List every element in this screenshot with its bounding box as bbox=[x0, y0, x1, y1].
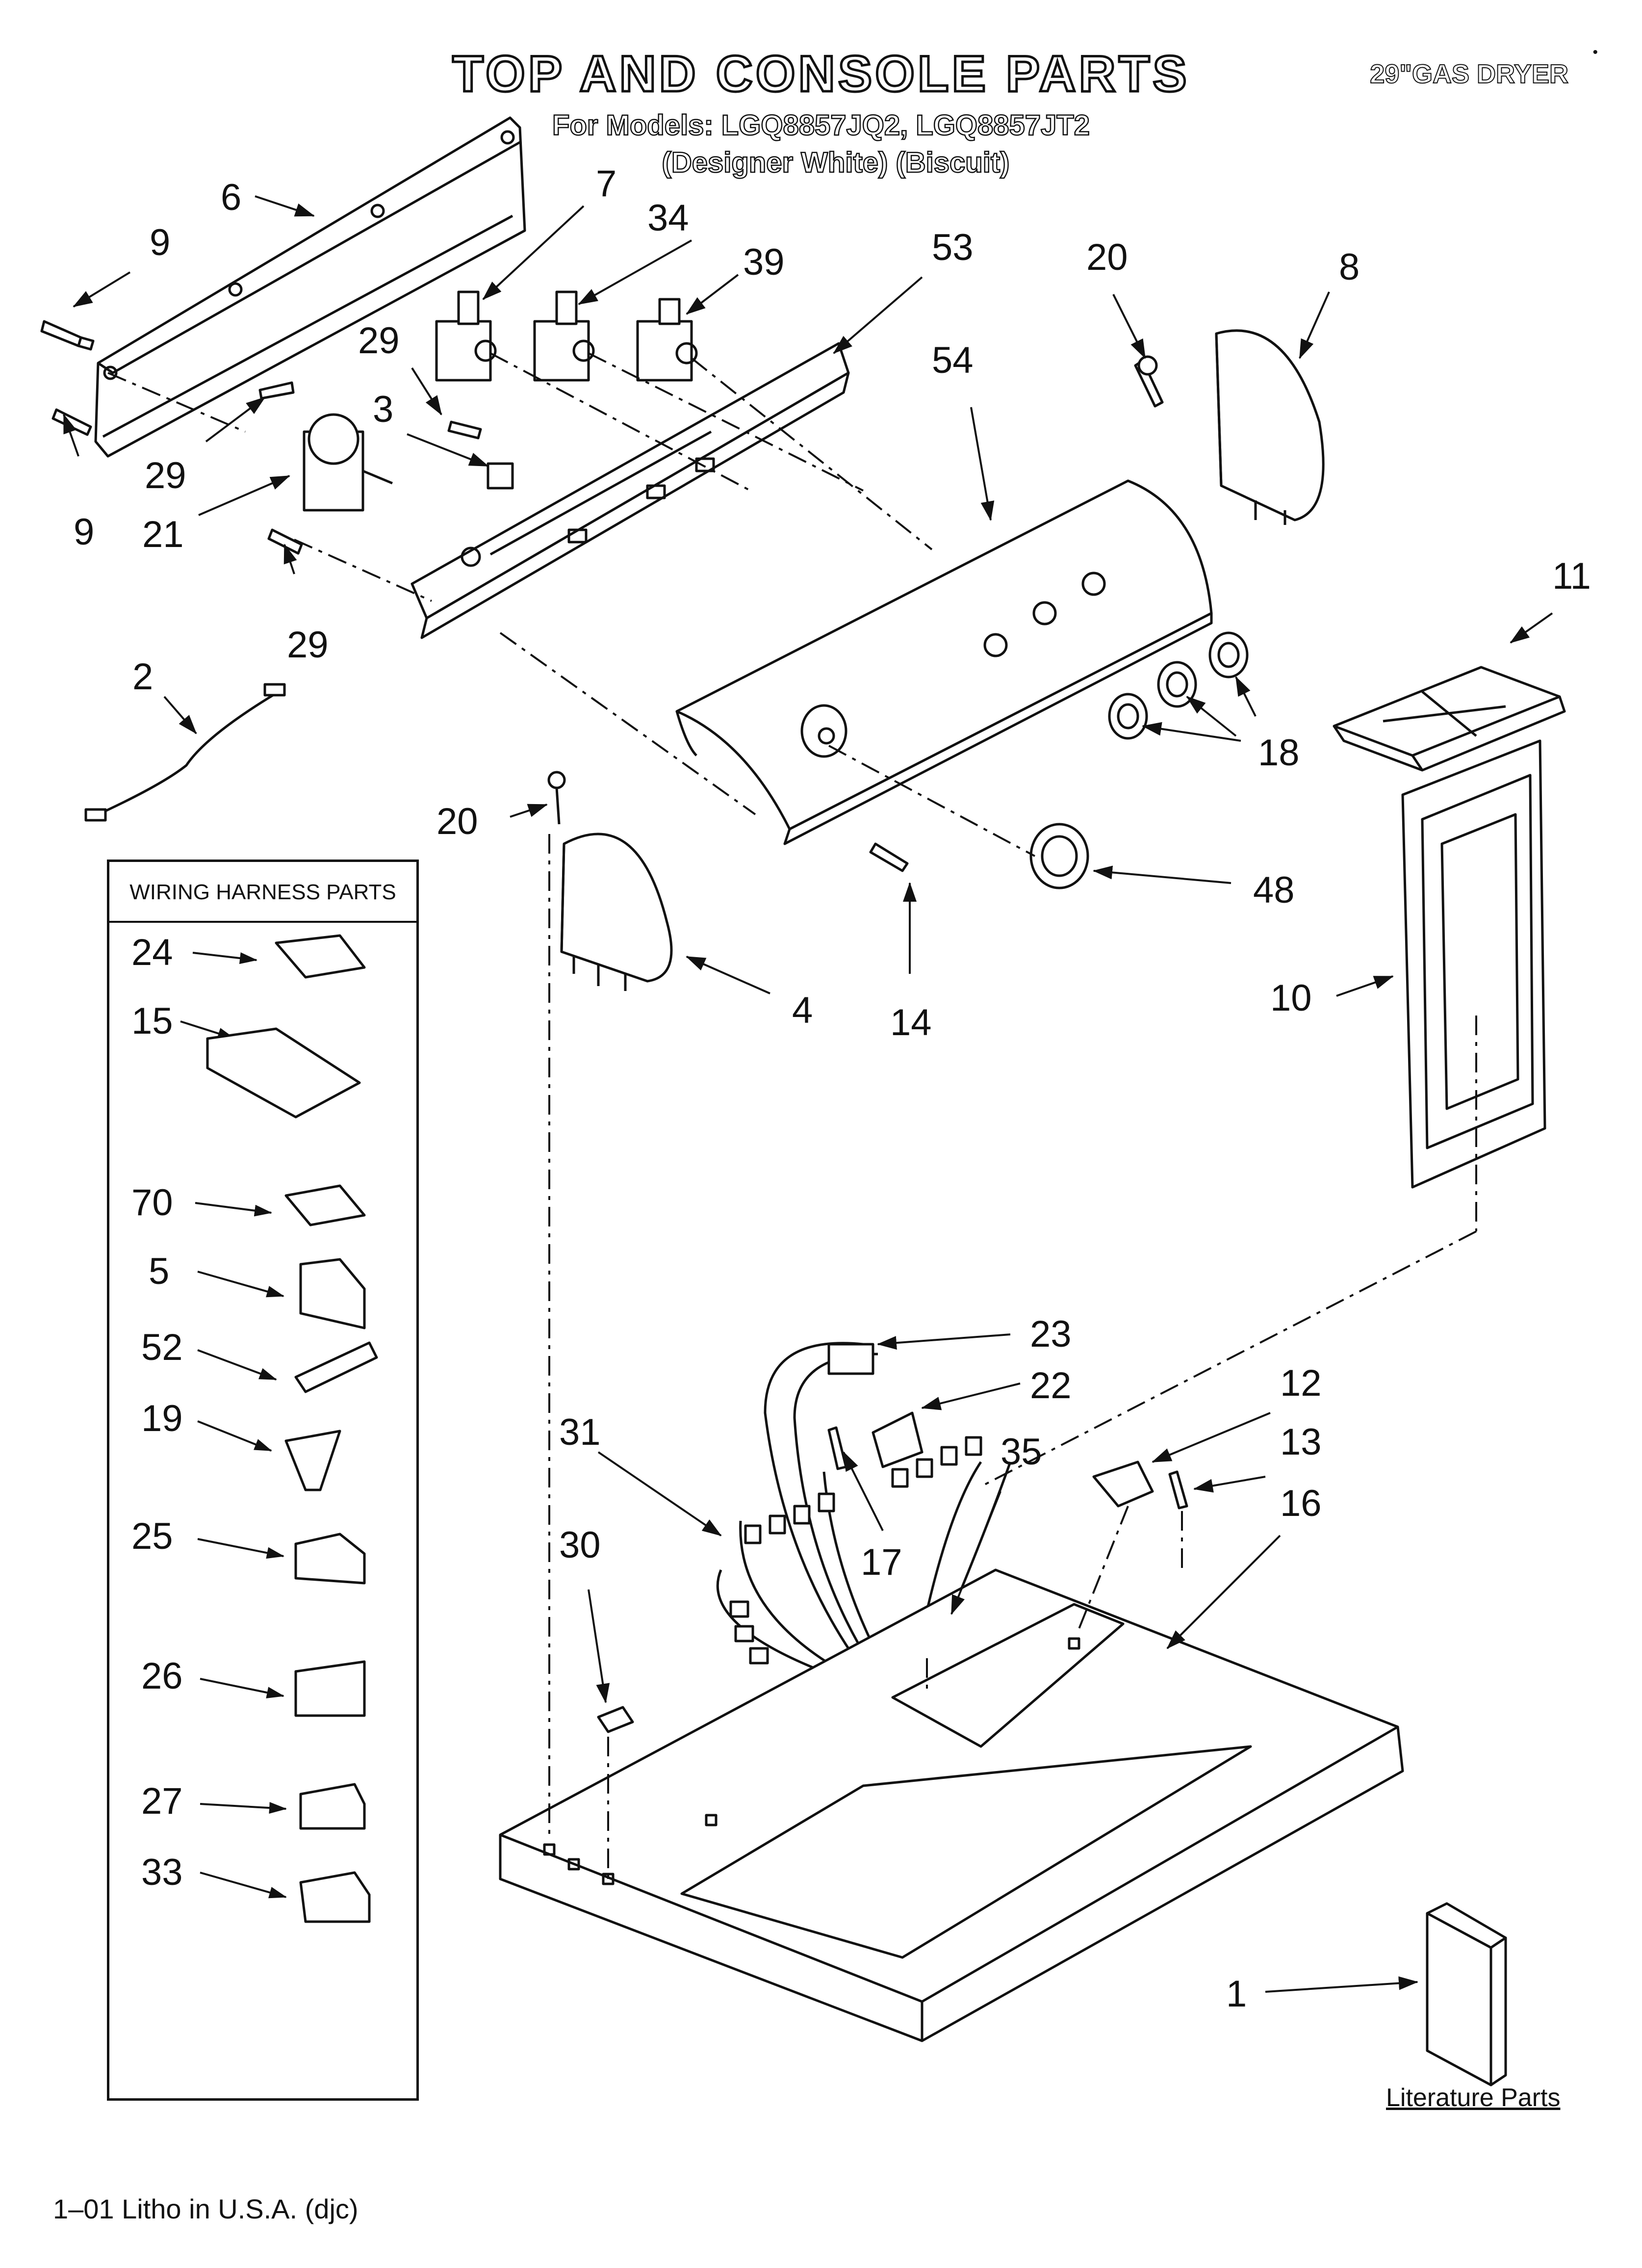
knob-part-18-b bbox=[1157, 661, 1197, 708]
harness-panel-title: WIRING HARNESS PARTS bbox=[109, 862, 416, 923]
harness-label-5: 5 bbox=[149, 1251, 169, 1292]
literature-part-1 bbox=[1426, 1902, 1507, 2086]
connector-33 bbox=[299, 1871, 371, 1923]
connector-26 bbox=[294, 1660, 366, 1717]
harness-label-26: 26 bbox=[141, 1655, 183, 1697]
callout-8: 8 bbox=[1339, 246, 1360, 288]
screw-part-13 bbox=[1168, 1470, 1188, 1510]
screw-part-20-upper bbox=[1134, 355, 1164, 408]
callout-12: 12 bbox=[1280, 1362, 1322, 1404]
callout-34: 34 bbox=[647, 197, 689, 239]
clip-19 bbox=[284, 1430, 341, 1491]
connector-15 bbox=[206, 1027, 361, 1119]
callout-18: 18 bbox=[1258, 732, 1300, 774]
connector-27 bbox=[299, 1783, 366, 1830]
callout-22: 22 bbox=[1030, 1365, 1072, 1407]
callout-35: 35 bbox=[1001, 1431, 1042, 1473]
literature-parts-label: Literature Parts bbox=[1386, 2084, 1561, 2112]
corner-mark: • bbox=[1592, 44, 1598, 60]
callout-11: 11 bbox=[1552, 555, 1591, 597]
callout-53: 53 bbox=[932, 227, 974, 268]
screw-part-29-middle bbox=[447, 420, 482, 440]
callout-9-upper: 9 bbox=[150, 222, 170, 263]
screw-part-9-lower bbox=[51, 408, 92, 436]
callout-16: 16 bbox=[1280, 1483, 1322, 1524]
harness-label-15: 15 bbox=[131, 1000, 173, 1042]
models-line: For Models: LGQ8857JQ2, LGQ8857JT2 bbox=[552, 109, 1090, 142]
harness-connector-23 bbox=[827, 1343, 874, 1375]
switch-part-34 bbox=[533, 290, 595, 382]
callout-21: 21 bbox=[142, 514, 184, 555]
knob-part-18-c bbox=[1108, 693, 1148, 740]
harness-label-25: 25 bbox=[131, 1515, 173, 1557]
callout-2: 2 bbox=[132, 656, 153, 698]
connector-70 bbox=[284, 1184, 366, 1226]
callout-13: 13 bbox=[1280, 1421, 1322, 1463]
callout-4: 4 bbox=[792, 990, 813, 1031]
callout-10: 10 bbox=[1270, 977, 1312, 1019]
console-part-54 bbox=[675, 479, 1213, 845]
screw-part-14 bbox=[869, 842, 909, 872]
bracket-part-22 bbox=[872, 1411, 924, 1468]
callout-31: 31 bbox=[559, 1411, 601, 1453]
harness-parts-drawing: 24 15 70 5 52 19 25 26 27 33 bbox=[131, 932, 378, 1923]
page-title: TOP AND CONSOLE PARTS bbox=[451, 45, 1190, 104]
end-cap-part-4 bbox=[560, 833, 673, 991]
callout-20-lower: 20 bbox=[436, 801, 478, 842]
switch-part-39 bbox=[636, 298, 698, 382]
callout-3: 3 bbox=[373, 389, 393, 430]
knob-part-48 bbox=[1029, 823, 1089, 889]
callout-7: 7 bbox=[596, 163, 616, 205]
callout-14: 14 bbox=[890, 1002, 932, 1043]
wiring-harness-panel: WIRING HARNESS PARTS 24 15 70 5 52 19 25… bbox=[107, 860, 419, 2101]
terminal-52 bbox=[294, 1341, 378, 1393]
callout-1: 1 bbox=[1226, 1973, 1247, 2015]
filter-housing-part-10 bbox=[1401, 739, 1546, 1189]
harness-label-52: 52 bbox=[141, 1327, 183, 1368]
harness-label-70: 70 bbox=[131, 1182, 173, 1224]
callout-39: 39 bbox=[743, 241, 785, 283]
callout-9-lower: 9 bbox=[74, 511, 94, 553]
callout-6: 6 bbox=[221, 177, 241, 218]
callout-17: 17 bbox=[861, 1541, 902, 1583]
callout-48: 48 bbox=[1253, 869, 1295, 911]
footer-litho-note: 1–01 Litho in U.S.A. (djc) bbox=[53, 2193, 359, 2224]
callout-29-lower: 29 bbox=[287, 624, 329, 666]
model-type-label: 29"GAS DRYER bbox=[1369, 59, 1569, 89]
lint-filter-part-11 bbox=[1333, 666, 1566, 772]
callout-29-upper: 29 bbox=[358, 320, 400, 362]
connector-5 bbox=[299, 1258, 366, 1330]
wire-part-2 bbox=[84, 683, 286, 822]
insert-part-3 bbox=[487, 462, 514, 490]
top-panel-part-16 bbox=[499, 1568, 1404, 2042]
harness-label-24: 24 bbox=[131, 932, 173, 973]
callout-30: 30 bbox=[559, 1524, 601, 1566]
screw-part-20-lower bbox=[547, 771, 566, 825]
rear-bracket-part-6 bbox=[94, 116, 526, 458]
callout-20-upper: 20 bbox=[1086, 236, 1128, 278]
timer-part-21 bbox=[303, 413, 393, 512]
connector-24 bbox=[275, 934, 366, 979]
control-bracket-part-53 bbox=[410, 342, 850, 639]
screw-part-29-upper bbox=[258, 381, 295, 400]
end-cap-part-8 bbox=[1215, 329, 1325, 525]
clip-part-12 bbox=[1092, 1460, 1154, 1508]
switch-part-7 bbox=[435, 290, 497, 382]
callout-54: 54 bbox=[932, 339, 974, 381]
variants-line: (Designer White) (Biscuit) bbox=[661, 146, 1010, 180]
callout-29-middle: 29 bbox=[145, 455, 186, 496]
knob-part-18-a bbox=[1208, 631, 1249, 678]
callout-23: 23 bbox=[1030, 1313, 1072, 1355]
connector-25 bbox=[294, 1533, 366, 1585]
screw-part-9-upper bbox=[40, 320, 95, 351]
clip-part-30 bbox=[597, 1706, 634, 1733]
harness-label-27: 27 bbox=[141, 1780, 183, 1822]
screw-part-17 bbox=[827, 1426, 847, 1470]
harness-label-19: 19 bbox=[141, 1398, 183, 1439]
harness-label-33: 33 bbox=[141, 1851, 183, 1893]
